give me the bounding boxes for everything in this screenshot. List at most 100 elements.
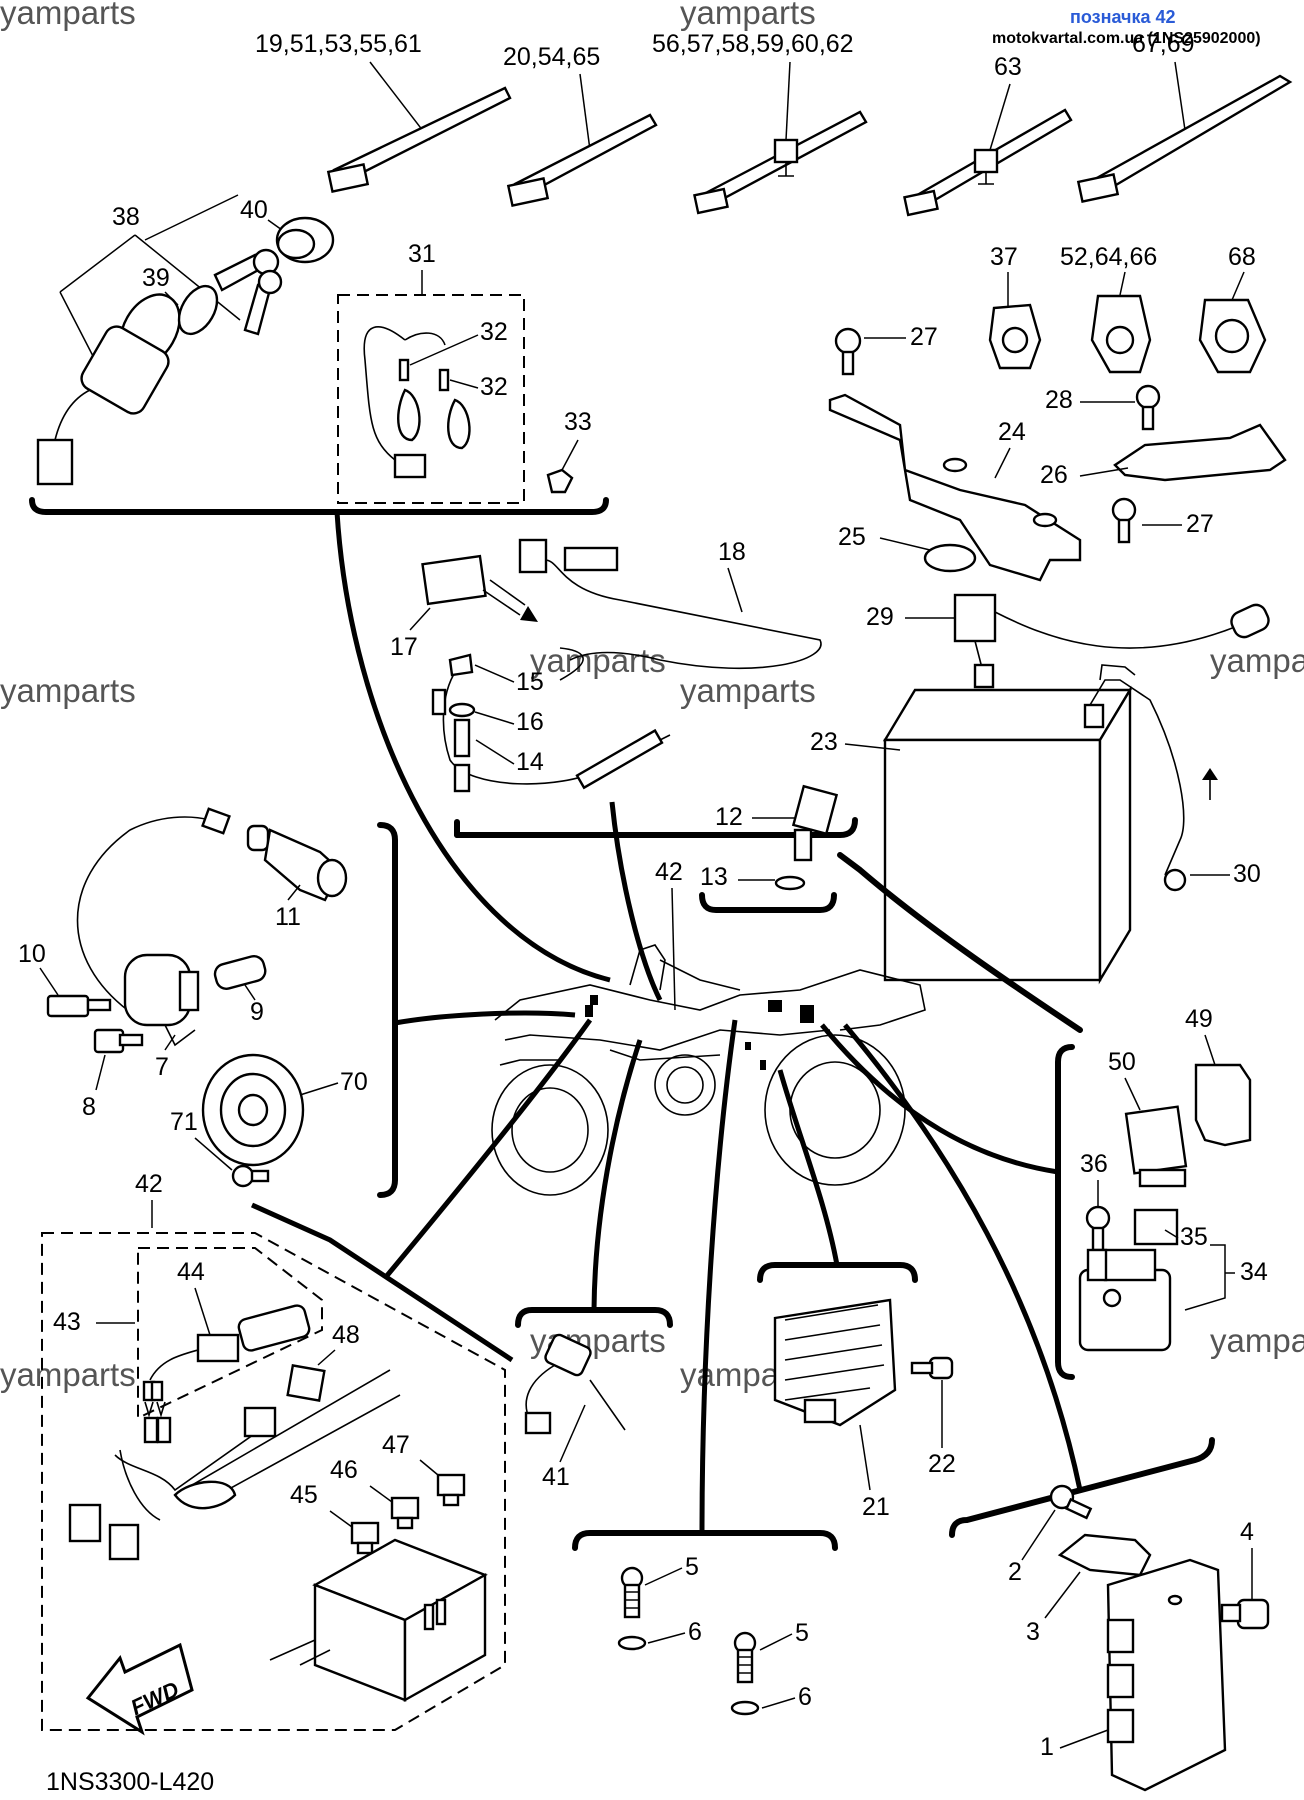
callout-47: 47 [382, 1431, 410, 1459]
callout-7: 7 [155, 1053, 169, 1081]
callout-1: 1 [1040, 1733, 1054, 1761]
group-bracket [699, 892, 837, 913]
leader-line [383, 1018, 593, 1280]
watermark: yamparts [0, 1356, 136, 1393]
callout-15: 15 [516, 668, 544, 696]
callout-40: 40 [240, 196, 268, 224]
callout-52-64-66: 52,64,66 [1060, 243, 1157, 271]
callout-41: 41 [542, 1463, 570, 1491]
leader-line [843, 1023, 1083, 1491]
leader-line [394, 1010, 576, 1026]
starter-relay-group: 49 50 36 35 34 [1078, 1005, 1268, 1352]
callout-71: 71 [170, 1108, 198, 1136]
callout-39: 39 [142, 264, 170, 292]
callout-10: 10 [18, 940, 46, 968]
callout-22: 22 [928, 1450, 956, 1478]
leader-line [777, 1069, 840, 1266]
group-bracket [1055, 1044, 1075, 1380]
watermark: yamparts [680, 672, 816, 709]
watermark: yamparts [0, 0, 136, 31]
callout-6: 6 [798, 1683, 812, 1711]
callout-2: 2 [1008, 1558, 1022, 1586]
callout-45: 45 [290, 1481, 318, 1509]
site-label: motokvartal.com.ua (1NS25902000) [992, 30, 1261, 47]
ignition-coil-group: 11 10 9 7 8 70 71 [18, 807, 368, 1188]
main-switch-assembly: 38 39 40 [36, 194, 335, 486]
callout-36: 36 [1080, 1150, 1108, 1178]
callout-11: 11 [275, 903, 301, 931]
reference-label: позначка 42 [1070, 7, 1176, 27]
callout-37: 37 [990, 243, 1018, 271]
main-harness-42: 42 43 44 48 47 46 45 [41, 1170, 506, 1731]
battery-bracket-assembly: 27 24 25 28 26 27 37 52,64,66 68 [828, 243, 1287, 582]
callout-13: 13 [700, 863, 728, 891]
leader-line [334, 511, 611, 983]
rectifier-21: 21 22 [757, 1069, 956, 1521]
leader-line [591, 1039, 643, 1311]
callout-18: 18 [718, 538, 746, 566]
watermark: yamparts [1210, 642, 1304, 679]
callout-70: 70 [340, 1068, 368, 1096]
callout-42: 42 [655, 858, 683, 886]
bolts-5-6: 5 6 5 6 [572, 1019, 838, 1716]
battery-assembly: 29 23 30 [810, 593, 1270, 985]
callout-42: 42 [135, 1170, 163, 1198]
callout-28: 28 [1045, 386, 1073, 414]
callout-16: 16 [516, 708, 544, 736]
callout-68: 68 [1228, 243, 1256, 271]
cdi-unit-1: 2 3 4 1 [843, 1023, 1270, 1792]
group-bracket [515, 1307, 673, 1328]
catalog-code: 1NS3300-L420 [46, 1768, 214, 1796]
sensor-12: 12 13 [699, 784, 839, 913]
callout-24: 24 [998, 418, 1026, 446]
group-bracket [949, 1437, 1215, 1538]
callout-25: 25 [838, 523, 866, 551]
callout-29: 29 [866, 603, 894, 631]
callout-38: 38 [112, 203, 140, 231]
callout-4: 4 [1240, 1518, 1254, 1546]
callout-ties-d: 63 [994, 53, 1022, 81]
group-bracket [454, 817, 858, 838]
leader-line [250, 1202, 514, 1363]
callout-21: 21 [862, 1493, 890, 1521]
callout-ties-e: 67,69 [1132, 30, 1195, 58]
callout-49: 49 [1185, 1005, 1213, 1033]
callout-27: 27 [910, 323, 938, 351]
neutral-switch-41: 41 [515, 1039, 673, 1491]
callout-27: 27 [1186, 510, 1214, 538]
callout-5: 5 [795, 1619, 809, 1647]
callout-23: 23 [810, 728, 838, 756]
harness-18: 17 18 15 16 14 [390, 538, 822, 793]
callout-14: 14 [516, 748, 544, 776]
callout-44: 44 [177, 1258, 205, 1286]
callout-35: 35 [1180, 1223, 1208, 1251]
callout-50: 50 [1108, 1048, 1136, 1076]
callout-ties-b: 20,54,65 [503, 43, 600, 71]
callout-17: 17 [390, 633, 418, 661]
callout-8: 8 [82, 1093, 96, 1121]
watermark: yamparts [0, 672, 136, 709]
leader-line [699, 1019, 738, 1534]
callout-32: 32 [480, 318, 508, 346]
callout-9: 9 [250, 998, 264, 1026]
callout-ties-a: 19,51,53,55,61 [255, 30, 422, 58]
callout-43: 43 [53, 1308, 81, 1336]
callout-34: 34 [1240, 1258, 1268, 1286]
callout-ties-c: 56,57,58,59,60,62 [652, 30, 854, 58]
callout-46: 46 [330, 1456, 358, 1484]
watermark: yamparts [530, 642, 666, 679]
fwd-arrow-icon: FWD [85, 1642, 194, 1736]
leader-line [820, 1023, 1059, 1175]
callout-5: 5 [685, 1553, 699, 1581]
group-bracket [572, 1530, 838, 1551]
group-bracket [377, 822, 398, 1198]
watermark: yamparts [1210, 1322, 1304, 1359]
callout-48: 48 [332, 1321, 360, 1349]
group-bracket [29, 497, 609, 515]
group-bracket [837, 852, 1083, 1033]
callout-33: 33 [564, 408, 592, 436]
callout-26: 26 [1040, 461, 1068, 489]
watermark: yamparts [680, 0, 816, 31]
group-bracket [757, 1262, 918, 1283]
